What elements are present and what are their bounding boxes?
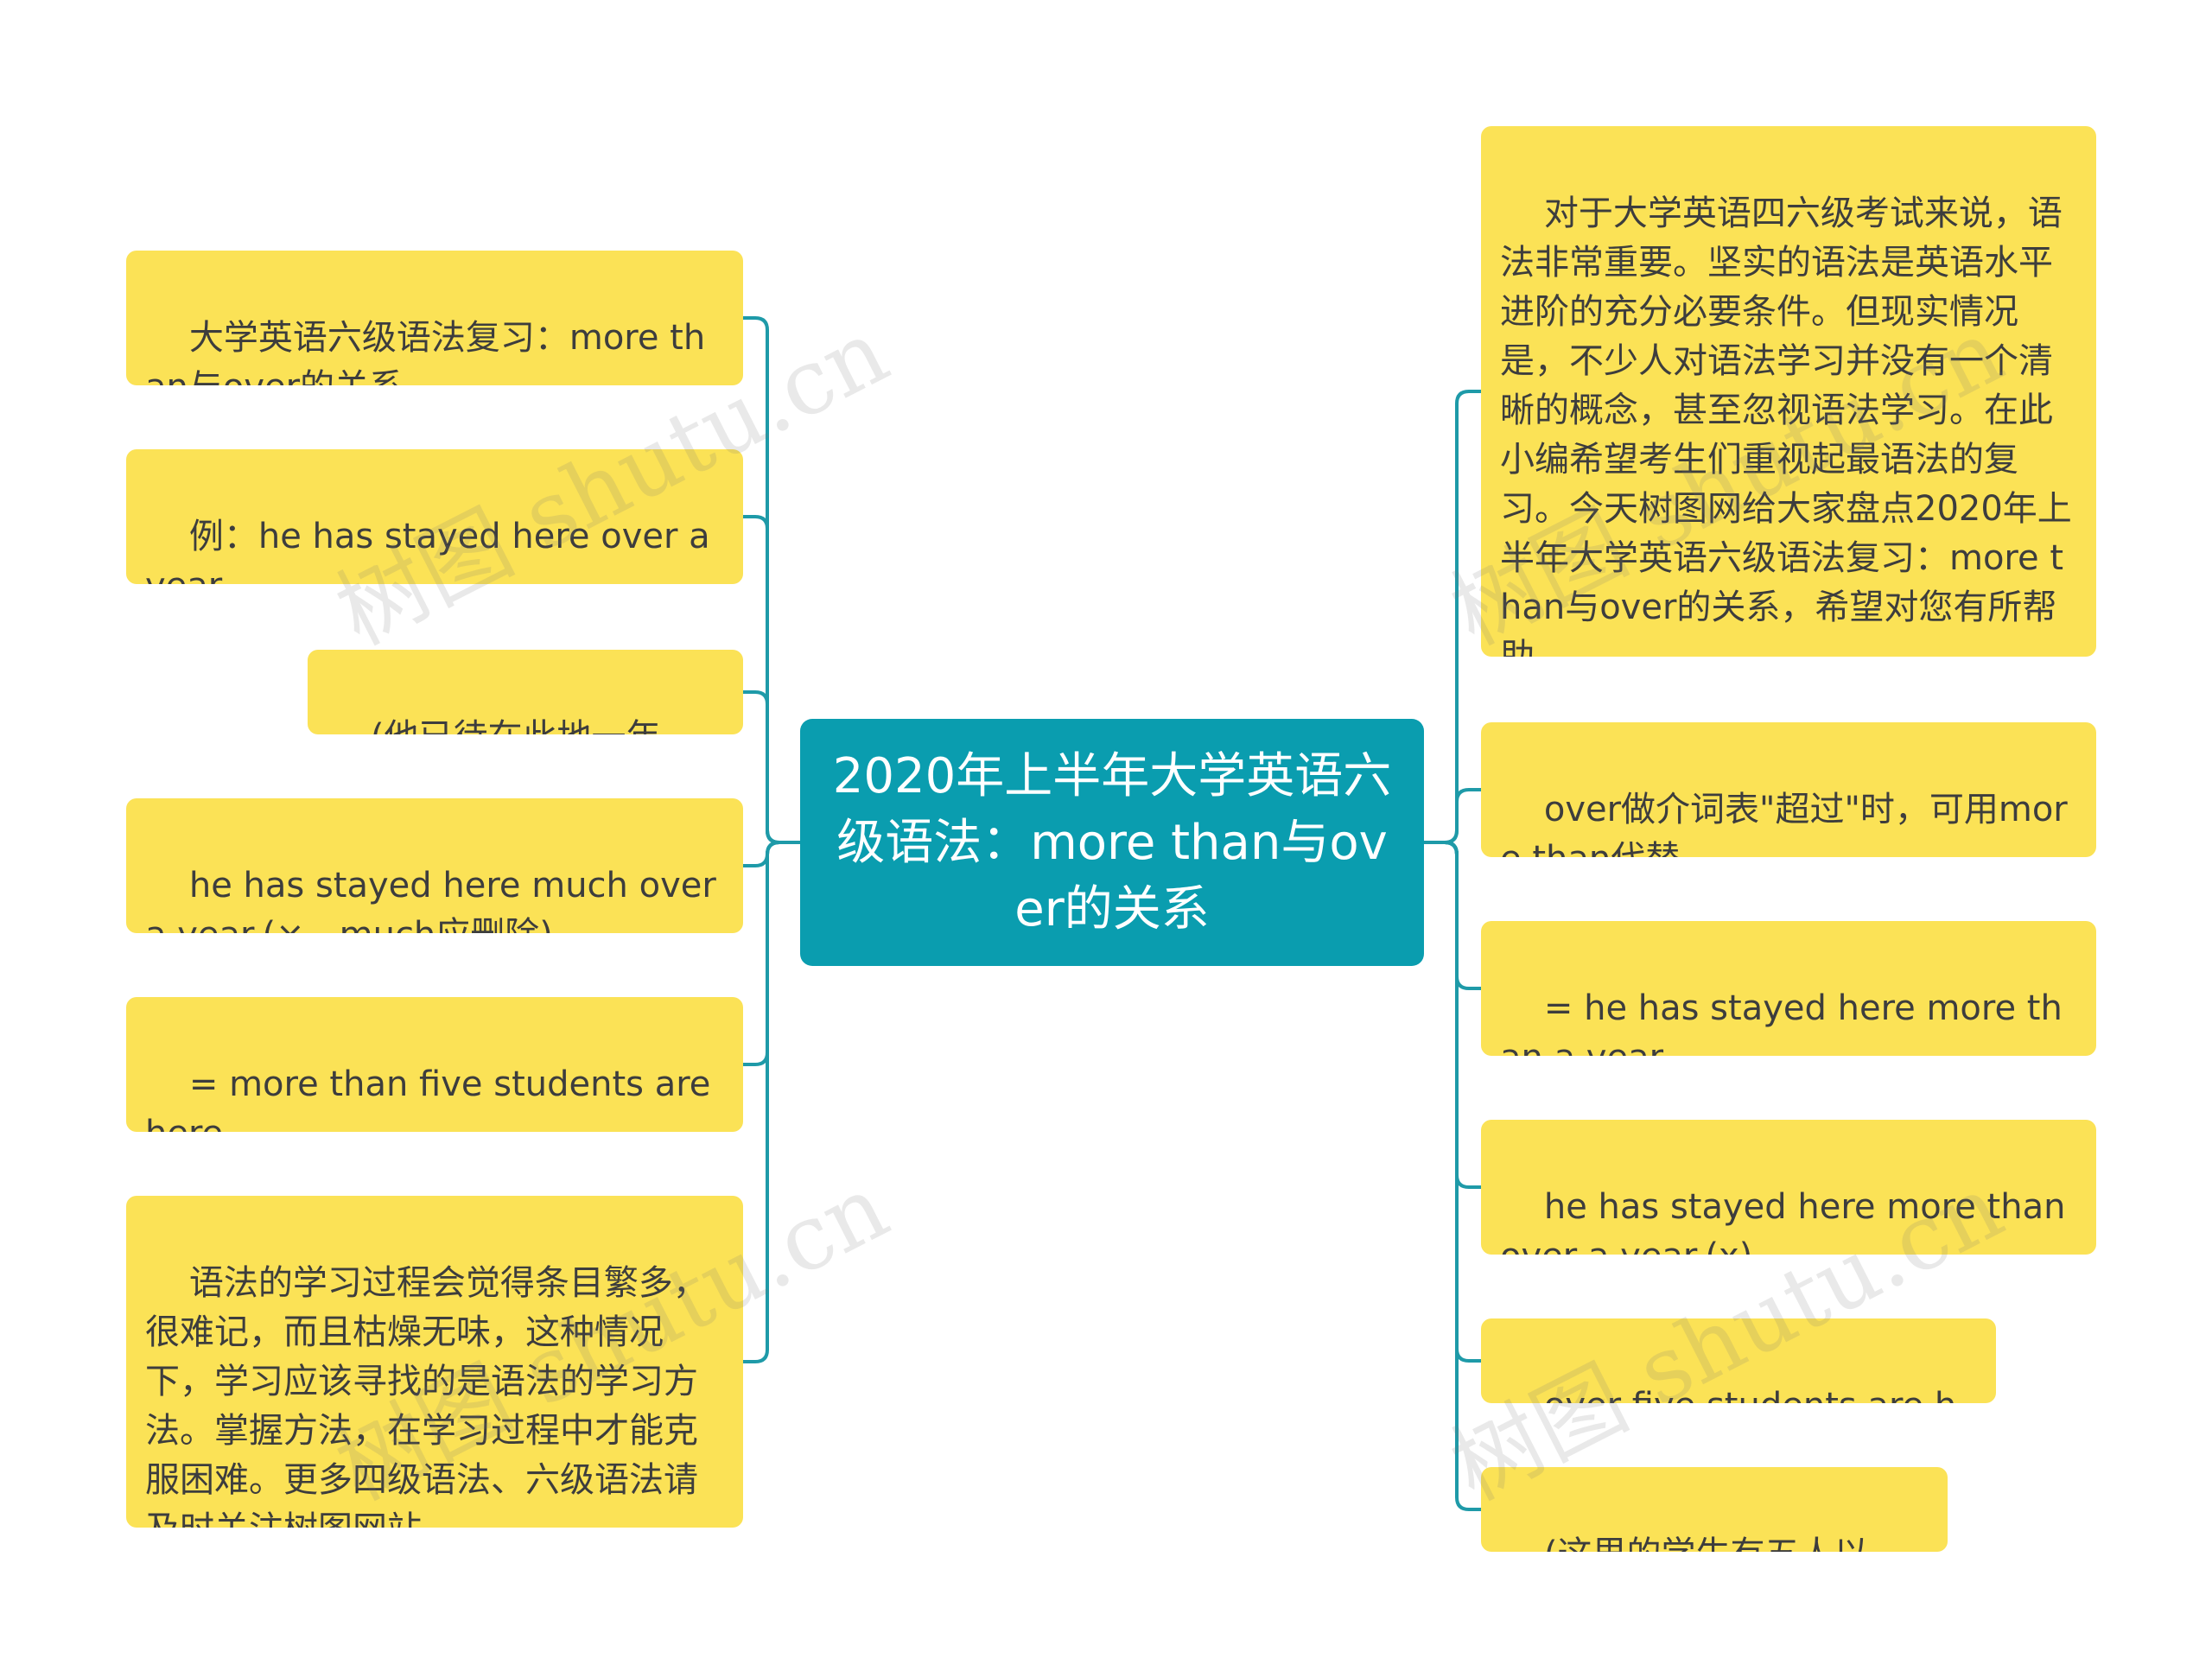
central-topic-label: 2020年上半年大学英语六级语法：more than与over的关系 (832, 747, 1392, 937)
left-connector-3 (743, 690, 800, 844)
right-topic-node-6[interactable]: (这里的学生有五人以上。) (1481, 1467, 1948, 1552)
left-topic-node-3[interactable]: (他已待在此地一年多。) (308, 650, 743, 734)
right-topic-label-6: (这里的学生有五人以上。) (1500, 1534, 1869, 1552)
left-topic-label-1: 大学英语六级语法复习：more than与over的关系 (145, 318, 706, 385)
left-topic-node-2[interactable]: 例：he has stayed here over a year. (126, 449, 743, 584)
left-topic-node-4[interactable]: he has stayed here much over a year.(×，m… (126, 798, 743, 933)
right-topic-node-4[interactable]: he has stayed here more than over a year… (1481, 1120, 2096, 1255)
left-topic-label-2: 例：he has stayed here over a year. (145, 517, 710, 584)
central-topic-node[interactable]: 2020年上半年大学英语六级语法：more than与over的关系 (800, 719, 1424, 966)
left-topic-node-5[interactable]: = more than five students are here. (126, 997, 743, 1132)
right-topic-label-3: = he has stayed here more than a year. (1500, 988, 2063, 1056)
left-topic-label-4: he has stayed here much over a year.(×，m… (145, 866, 716, 933)
right-connector-5 (1424, 841, 1481, 1363)
right-topic-node-2[interactable]: over做介词表"超过"时，可用more than代替。 (1481, 722, 2096, 857)
left-topic-label-5: = more than five students are here. (145, 1064, 711, 1132)
left-topic-node-1[interactable]: 大学英语六级语法复习：more than与over的关系 (126, 251, 743, 385)
left-connector-5 (743, 841, 800, 1066)
left-connector-6 (743, 841, 800, 1363)
right-connector-3 (1424, 841, 1481, 990)
right-topic-label-4: he has stayed here more than over a year… (1500, 1187, 2066, 1255)
left-connector-1 (743, 316, 800, 844)
right-connector-1 (1424, 390, 1481, 844)
left-topic-label-3: (他已待在此地一年多。) (327, 717, 661, 734)
right-topic-label-5: over five students are here. (1500, 1386, 1956, 1403)
left-topic-label-6: 语法的学习过程会觉得条目繁多，很难记，而且枯燥无味，这种情况下，学习应该寻找的是… (145, 1263, 708, 1528)
left-connector-2 (743, 515, 800, 844)
right-connector-6 (1424, 841, 1481, 1511)
right-connector-4 (1424, 841, 1481, 1189)
right-topic-label-1: 对于大学英语四六级考试来说，语法非常重要。坚实的语法是英语水平进阶的充分必要条件… (1500, 194, 2072, 657)
right-topic-node-3[interactable]: = he has stayed here more than a year. (1481, 921, 2096, 1056)
right-connector-2 (1424, 788, 1481, 844)
right-topic-node-5[interactable]: over five students are here. (1481, 1318, 1996, 1403)
right-topic-label-2: over做介词表"超过"时，可用more than代替。 (1500, 790, 2068, 857)
left-topic-node-6[interactable]: 语法的学习过程会觉得条目繁多，很难记，而且枯燥无味，这种情况下，学习应该寻找的是… (126, 1196, 743, 1528)
right-topic-node-1[interactable]: 对于大学英语四六级考试来说，语法非常重要。坚实的语法是英语水平进阶的充分必要条件… (1481, 126, 2096, 657)
